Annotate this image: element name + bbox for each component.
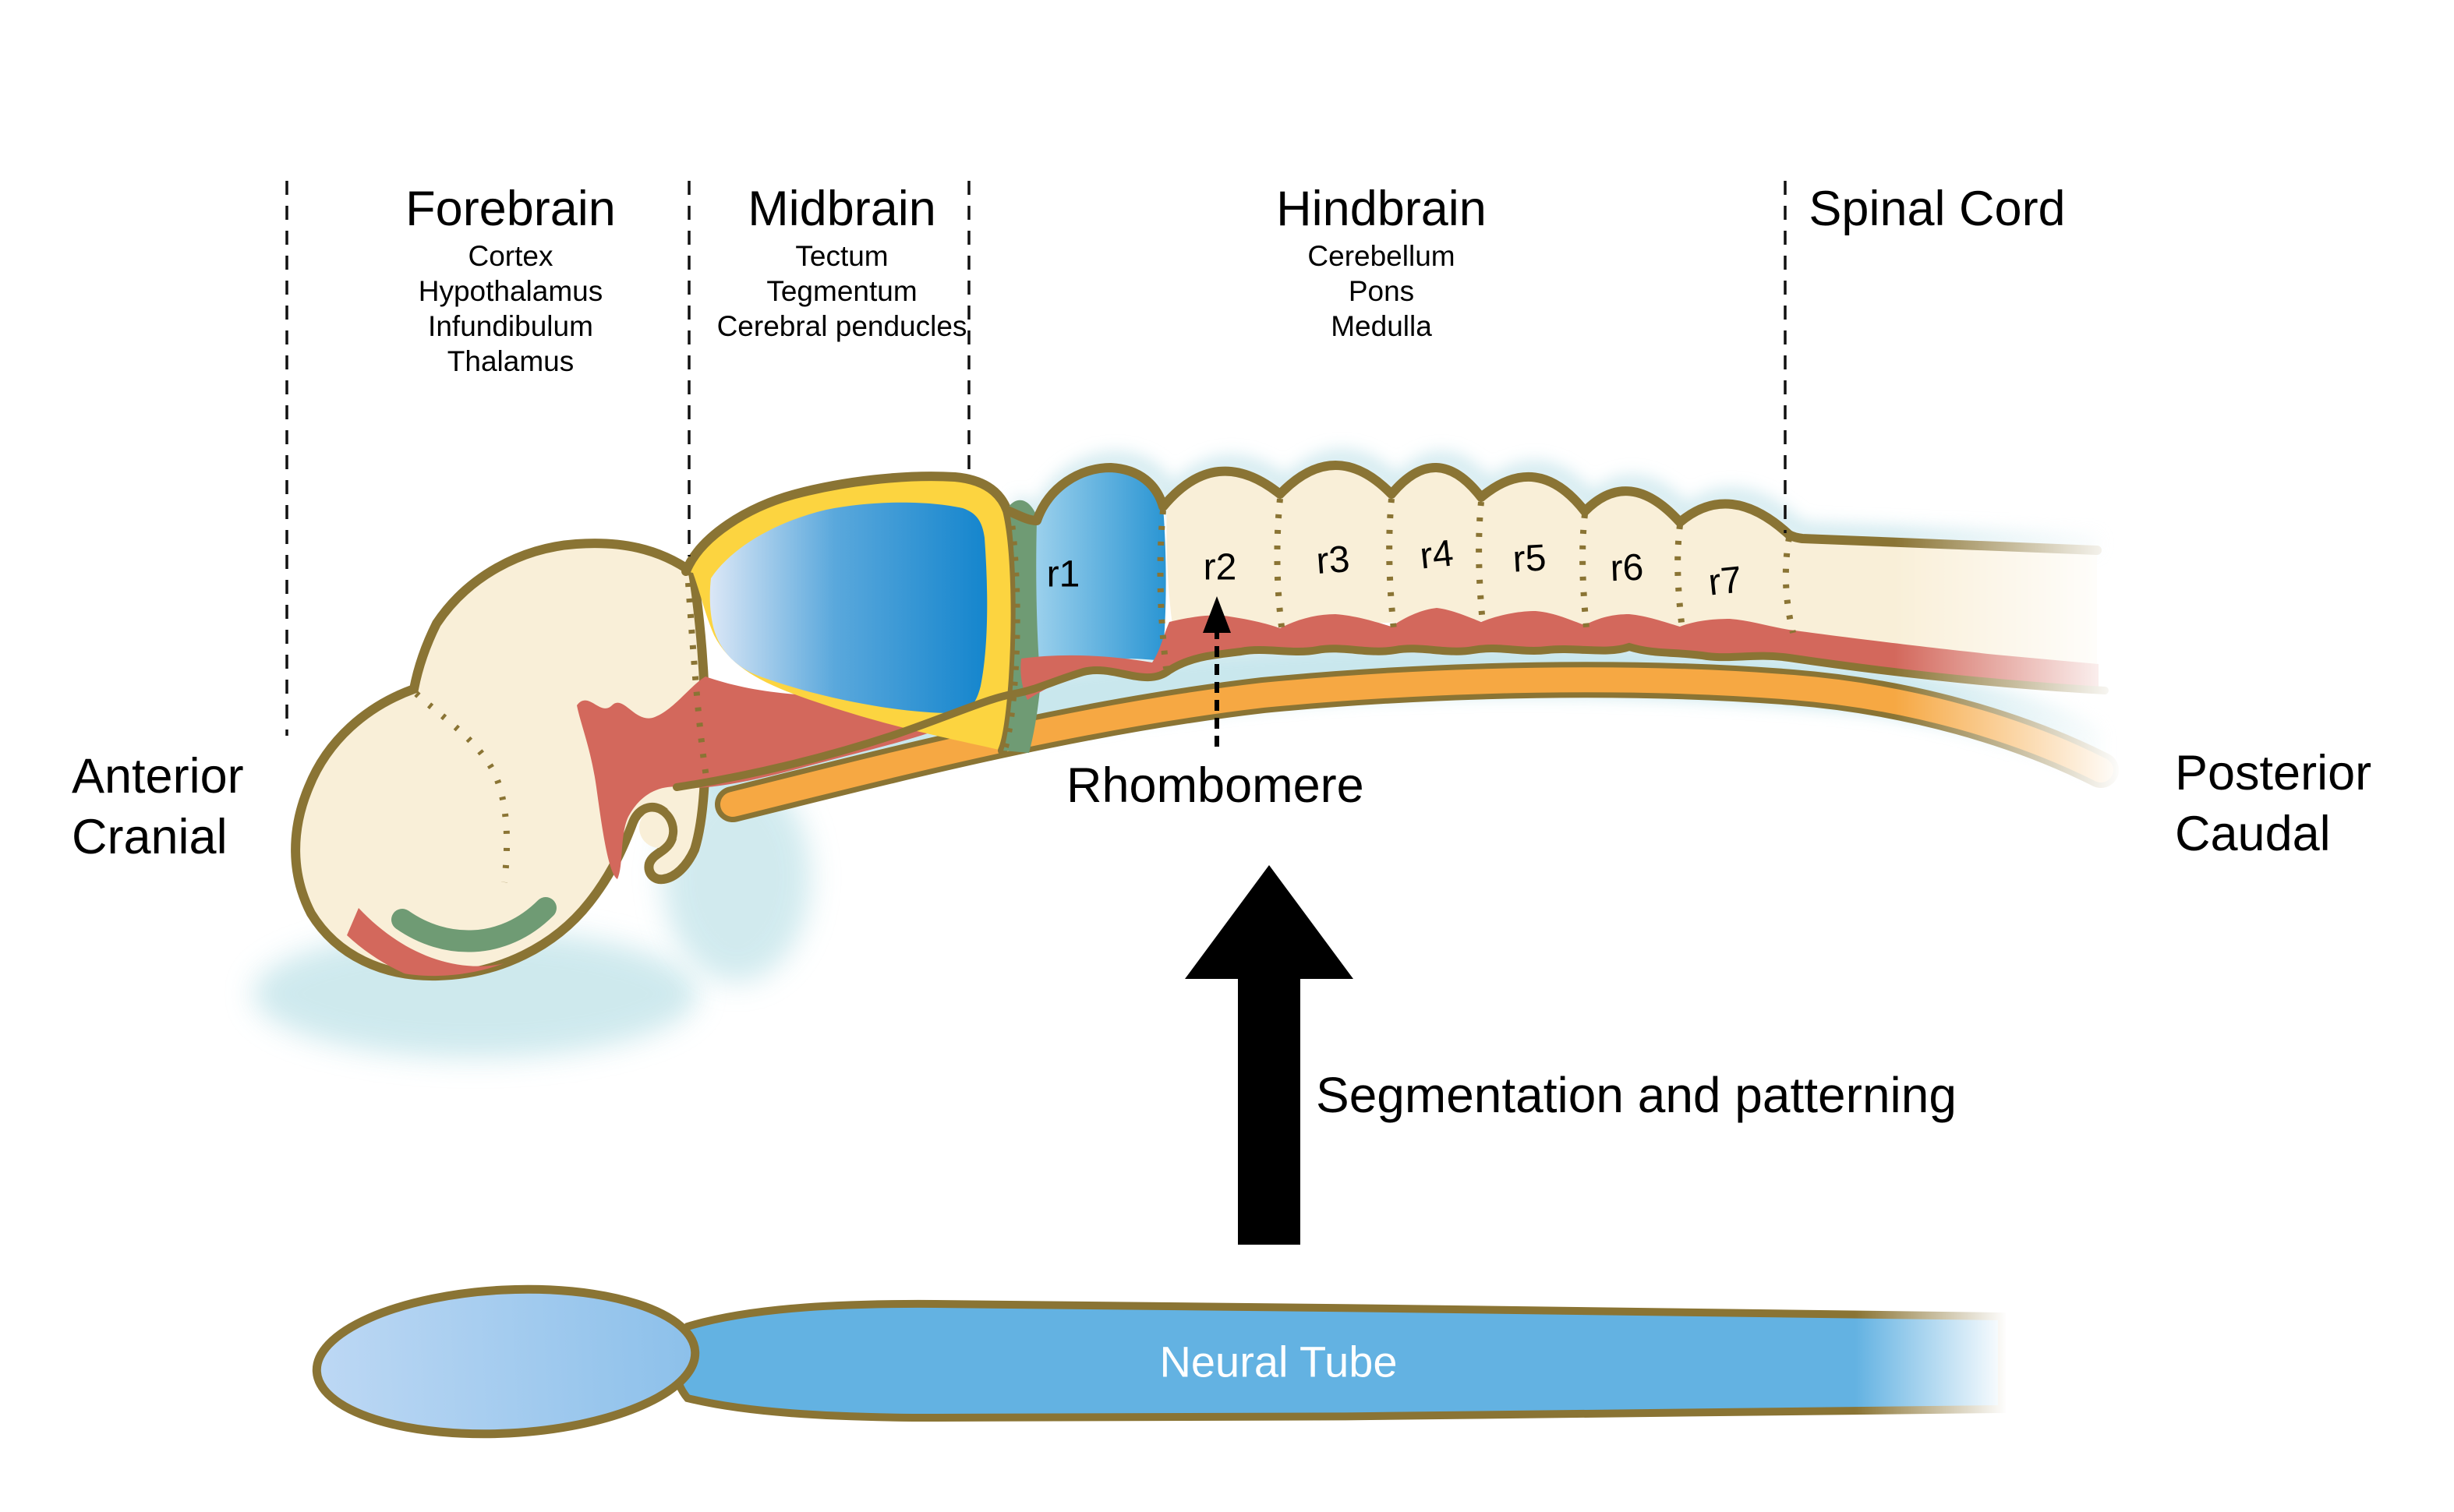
- hindbrain-structure-item: Cerebellum: [1307, 240, 1455, 272]
- midbrain-blue-body: [709, 502, 988, 714]
- label-forebrain: Forebrain: [405, 182, 616, 236]
- notochord-rod: [715, 662, 2119, 822]
- forebrain-structure-item: Cortex: [468, 240, 553, 272]
- hindbrain-structure-item: Pons: [1348, 275, 1415, 307]
- hindbrain-spinal-cream-band: [1166, 465, 2097, 672]
- forebrain-structure-item: Thalamus: [447, 345, 575, 377]
- label-anterior: Anterior: [72, 749, 244, 804]
- rhombomere-pointer-arrow: [1203, 596, 1231, 747]
- label-spinal-cord: Spinal Cord: [1809, 182, 2066, 236]
- midbrain-structure-item: Tectum: [795, 240, 889, 272]
- region-divider-lines: [285, 181, 1787, 736]
- embryo-illustration: [295, 449, 2119, 991]
- forebrain-structure-item: Infundibulum: [428, 310, 593, 342]
- label-neural-tube: Neural Tube: [1159, 1337, 1398, 1387]
- hindbrain-structures: Cerebellum Pons Medulla: [1307, 238, 1455, 344]
- label-r2: r2: [1203, 546, 1237, 588]
- label-midbrain: Midbrain: [748, 182, 936, 236]
- neural-tube-body: [670, 1299, 2006, 1422]
- forebrain-green-arc: [391, 897, 557, 952]
- label-caudal: Caudal: [2175, 807, 2331, 861]
- midbrain-structure-item: Cerebral penducles: [716, 310, 967, 342]
- neural-tube-bulb: [312, 1284, 700, 1439]
- label-cranial: Cranial: [72, 810, 228, 864]
- forebrain-structures: Cortex Hypothalamus Infundibulum Thalamu…: [419, 238, 603, 379]
- isthmus-dotted-boundary: [1002, 510, 1020, 751]
- red-band-bottom-outline: [673, 642, 2109, 791]
- hindbrain-red-band: [1020, 608, 2099, 700]
- forebrain-structure-item: Hypothalamus: [418, 275, 603, 307]
- label-r1: r1: [1046, 553, 1080, 595]
- rhombomere-r1-shape: [1036, 468, 1166, 691]
- label-r4: r4: [1418, 532, 1455, 578]
- label-r7: r7: [1706, 559, 1744, 604]
- label-hindbrain: Hindbrain: [1276, 182, 1487, 236]
- label-r3: r3: [1314, 539, 1352, 582]
- label-posterior: Posterior: [2175, 746, 2372, 800]
- midbrain-structure-item: Tegmentum: [766, 275, 918, 307]
- midbrain-structures: Tectum Tegmentum Cerebral penducles: [717, 238, 967, 344]
- label-r6: r6: [1609, 546, 1645, 590]
- label-r5: r5: [1512, 537, 1547, 581]
- otic-hook: [628, 803, 699, 884]
- segmentation-arrow: [1185, 865, 1353, 1245]
- label-rhombomere: Rhombomere: [1066, 758, 1364, 813]
- hindbrain-structure-item: Medulla: [1331, 310, 1432, 342]
- midbrain-shape: [681, 472, 1020, 755]
- rhombomere-dotted-borders: [1157, 498, 1796, 669]
- segments-top-outline: [1002, 461, 2102, 555]
- label-segmentation-patterning: Segmentation and patterning: [1316, 1067, 1957, 1123]
- neural-tube-shape: [312, 1284, 2006, 1439]
